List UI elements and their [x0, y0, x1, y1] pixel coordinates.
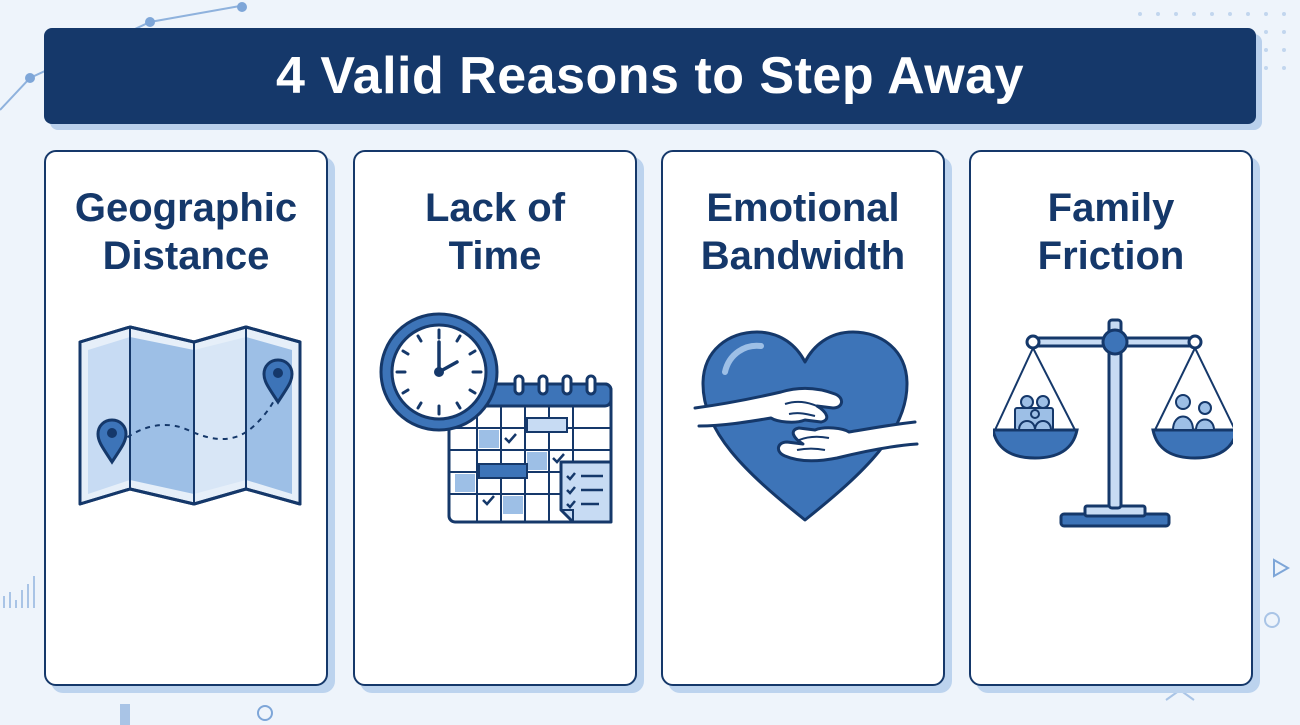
map-icon [78, 325, 302, 506]
card-title: Emotional Bandwidth [700, 186, 906, 278]
balance-scale-icon [993, 318, 1233, 528]
calendar-icon [379, 312, 613, 524]
card-emotional-bandwidth: Emotional Bandwidth [661, 150, 945, 686]
card-title: Geographic Distance [74, 186, 298, 278]
card-lack-of-time: Lack of Time [353, 150, 637, 686]
page-title: 4 Valid Reasons to Step Away [275, 47, 1025, 105]
card-title: Family Friction [1037, 186, 1185, 278]
card-geographic-distance: Geographic Distance [44, 150, 328, 686]
title-banner: 4 Valid Reasons to Step Away [44, 28, 1256, 124]
heart-hands-icon [693, 330, 919, 522]
card-family-friction: Family Friction [969, 150, 1253, 686]
card-title: Lack of Time [424, 186, 566, 278]
